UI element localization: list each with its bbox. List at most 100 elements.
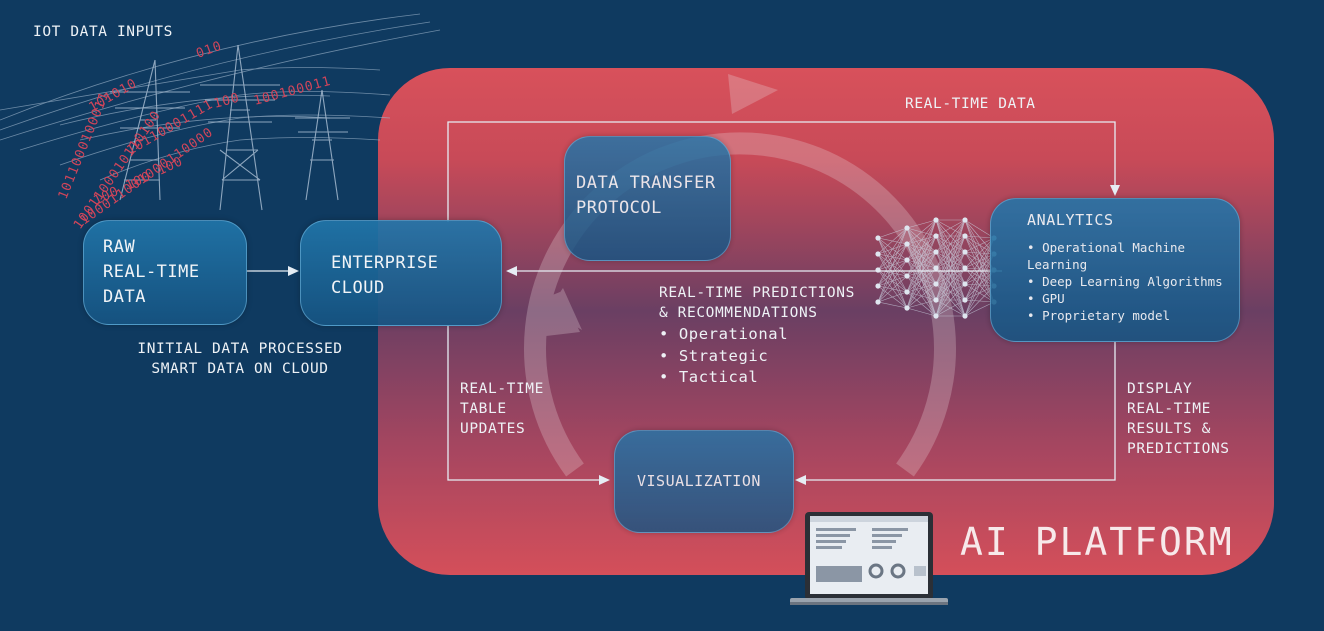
- network-node: [933, 265, 939, 271]
- network-edge: [877, 275, 908, 303]
- network-node: [875, 251, 881, 257]
- network-edge: [964, 253, 995, 317]
- network-edge: [935, 219, 966, 237]
- network-edge: [964, 237, 995, 301]
- binary-string: 100: [212, 91, 241, 112]
- analytics-item: Proprietary model: [1027, 307, 1239, 324]
- iot-inputs-title: IOT DATA INPUTS: [33, 24, 173, 40]
- network-edge: [877, 259, 908, 303]
- network-edge: [964, 285, 995, 317]
- prediction-item: Strategic: [659, 346, 788, 368]
- network-edge: [906, 267, 937, 309]
- network-node: [875, 235, 881, 241]
- network-node: [962, 265, 968, 271]
- network-node: [904, 289, 910, 295]
- binary-string: 100100011: [252, 74, 333, 109]
- analytics-list: Operational Machine Learning Deep Learni…: [1027, 239, 1239, 324]
- network-edge: [935, 219, 966, 269]
- network-edge: [964, 269, 995, 317]
- network-node: [904, 257, 910, 263]
- network-edge: [877, 301, 908, 309]
- network-node: [875, 299, 881, 305]
- predictions-list: Operational Strategic Tactical: [659, 324, 788, 389]
- network-node: [875, 283, 881, 289]
- network-edge: [906, 219, 937, 309]
- network-node: [933, 217, 939, 223]
- network-node: [933, 313, 939, 319]
- network-edge: [935, 299, 966, 317]
- network-edge: [964, 235, 995, 239]
- network-node: [904, 225, 910, 231]
- network-node: [962, 249, 968, 255]
- network-edge: [906, 299, 937, 309]
- raw-data-label: RAW REAL-TIME DATA: [103, 237, 200, 307]
- network-edge: [935, 219, 966, 317]
- network-edge: [877, 291, 908, 303]
- ai-platform-title: AI PLATFORM: [960, 520, 1234, 564]
- network-edge: [906, 219, 937, 277]
- network-node: [962, 217, 968, 223]
- network-edge: [964, 237, 995, 253]
- table-updates-label: REAL-TIME TABLE UPDATES: [460, 381, 544, 437]
- network-node: [933, 233, 939, 239]
- analytics-item: Operational Machine Learning: [1027, 239, 1239, 273]
- predictions-title: REAL-TIME PREDICTIONS & RECOMMENDATIONS: [659, 285, 855, 321]
- network-edge: [877, 243, 908, 303]
- raw-data-box: RAW REAL-TIME DATA: [83, 220, 247, 325]
- network-node: [904, 273, 910, 279]
- network-edge: [964, 301, 995, 317]
- prediction-item: Operational: [659, 324, 788, 346]
- network-node: [904, 241, 910, 247]
- network-edge: [877, 227, 908, 239]
- network-edge: [964, 237, 995, 269]
- analytics-item: Deep Learning Algorithms: [1027, 273, 1239, 290]
- initial-processed-caption: INITIAL DATA PROCESSED SMART DATA ON CLO…: [137, 341, 343, 377]
- visualization-box: VISUALIZATION: [614, 430, 794, 533]
- network-node: [904, 305, 910, 311]
- network-edge: [935, 251, 966, 317]
- network-edge: [877, 227, 908, 287]
- realtime-data-label: REAL-TIME DATA: [905, 96, 1036, 112]
- network-node: [962, 281, 968, 287]
- enterprise-cloud-label: ENTERPRISE CLOUD: [331, 253, 439, 298]
- network-edge: [935, 219, 966, 285]
- prediction-item: Tactical: [659, 367, 788, 389]
- network-node: [875, 267, 881, 273]
- network-edge: [906, 219, 937, 261]
- network-edge: [935, 267, 966, 317]
- network-node: [962, 313, 968, 319]
- network-edge: [935, 219, 966, 253]
- laptop-dashboard-icon: [790, 512, 948, 605]
- cycle-arrows-icon: [524, 74, 956, 477]
- network-edge: [906, 219, 937, 245]
- network-edge: [877, 227, 908, 271]
- network-edge: [935, 219, 966, 301]
- network-edge: [964, 237, 995, 317]
- visualization-label: VISUALIZATION: [637, 472, 761, 490]
- analytics-item: GPU: [1027, 290, 1239, 307]
- network-edge: [964, 219, 995, 239]
- network-edge: [935, 235, 966, 317]
- network-edge: [906, 219, 937, 229]
- network-node: [962, 297, 968, 303]
- network-edge: [906, 235, 937, 309]
- network-edge: [906, 251, 937, 309]
- network-node: [933, 297, 939, 303]
- network-node: [933, 249, 939, 255]
- flow-connectors: [246, 121, 1116, 481]
- network-edge: [906, 219, 937, 293]
- data-transfer-protocol-label: DATA TRANSFER PROTOCOL: [576, 173, 716, 218]
- analytics-box: ANALYTICS Operational Machine Learning D…: [990, 198, 1240, 342]
- network-node: [962, 233, 968, 239]
- arrowheads: [288, 185, 1120, 485]
- network-edge: [964, 237, 995, 285]
- network-node: [933, 281, 939, 287]
- analytics-title: ANALYTICS: [1027, 211, 1114, 229]
- network-edge: [906, 307, 937, 317]
- network-edge: [935, 283, 966, 317]
- network-edge: [877, 227, 908, 303]
- power-lines: [0, 13, 441, 181]
- data-transfer-protocol-box: DATA TRANSFER PROTOCOL: [564, 136, 731, 261]
